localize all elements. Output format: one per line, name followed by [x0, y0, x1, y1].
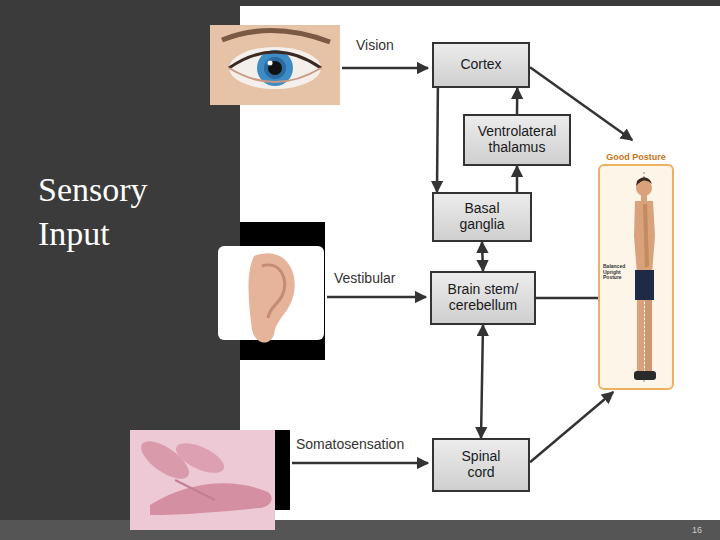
page-number: 16 [692, 525, 702, 535]
posture-figure: Good PostureBalanced Upright Posture [598, 140, 674, 392]
box-label: Ventrolateral thalamus [471, 124, 563, 155]
box-label: Basal ganglia [451, 201, 513, 232]
footer-bar [0, 520, 720, 540]
input-label: Somatosensation [296, 436, 404, 452]
connector-arrow [530, 392, 613, 462]
process-box: Cortex [432, 42, 530, 88]
box-label: Spinal cord [453, 449, 509, 480]
input-arrow [292, 462, 428, 465]
ear-picture [218, 222, 325, 360]
box-label: Cortex [460, 57, 501, 73]
box-label: Brain stem/ cerebellum [438, 282, 528, 313]
hands-feet-picture [130, 430, 290, 530]
posture-heading: Good Posture [598, 152, 674, 162]
eye-picture [210, 25, 340, 105]
process-box: Ventrolateral thalamus [463, 114, 571, 166]
slide-title: Sensory Input [38, 168, 188, 256]
connector-arrow [482, 242, 483, 271]
connector-arrow [481, 325, 483, 438]
connector-arrow [436, 88, 439, 192]
process-box: Basal ganglia [432, 192, 532, 242]
connector-arrow [516, 88, 519, 114]
input-label: Vision [356, 37, 394, 53]
posture-caption: Balanced Upright Posture [603, 264, 627, 281]
connector-arrow [516, 166, 519, 192]
input-arrow [342, 67, 428, 70]
input-arrow [327, 296, 426, 299]
posture-frame: Balanced Upright Posture [598, 164, 674, 390]
connector-arrow [536, 297, 598, 300]
process-box: Brain stem/ cerebellum [430, 271, 536, 325]
process-box: Spinal cord [432, 438, 530, 492]
input-label: Vestibular [334, 270, 395, 286]
